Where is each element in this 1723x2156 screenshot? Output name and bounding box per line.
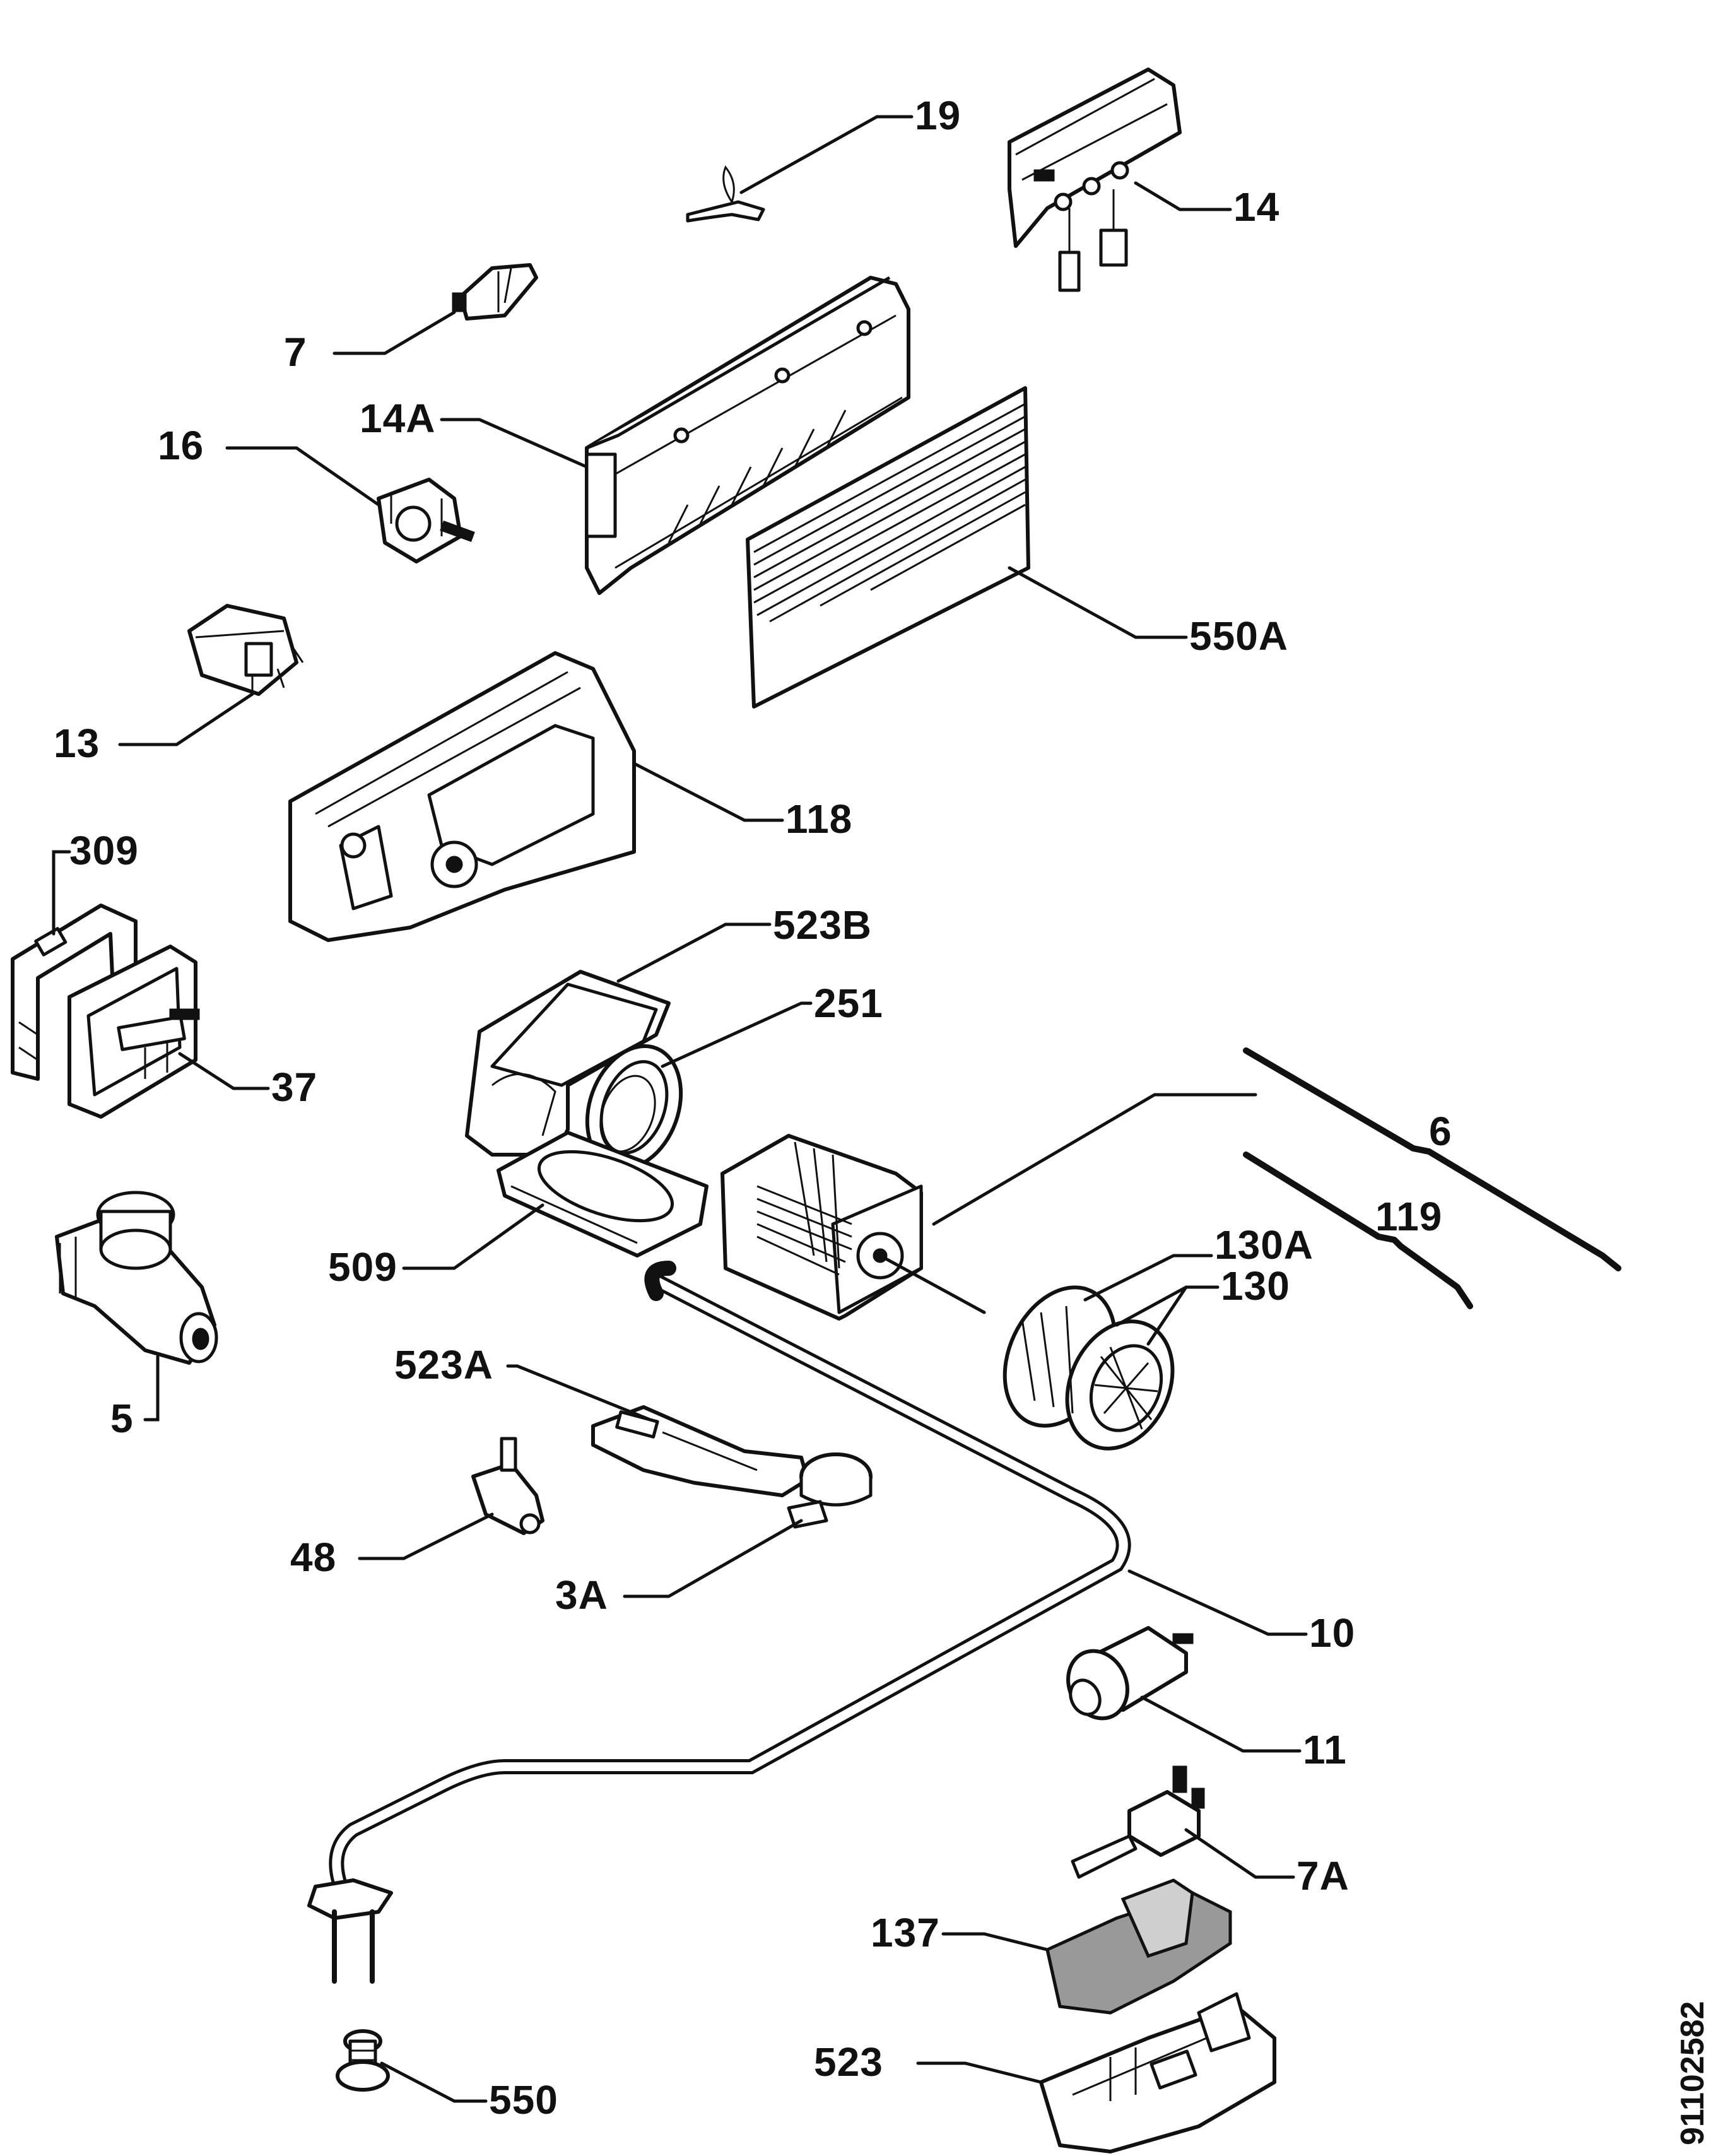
part-550a-front-panel[interactable] xyxy=(746,386,1030,709)
leader-3a xyxy=(623,1519,803,1598)
leader-251 xyxy=(661,1001,813,1068)
part-14a-control-housing[interactable] xyxy=(585,276,910,595)
bracket-6 xyxy=(1243,1047,1621,1271)
leader-48 xyxy=(358,1512,494,1560)
label-14a: 14A xyxy=(360,396,435,441)
label-118: 118 xyxy=(785,796,852,842)
label-251: 251 xyxy=(814,981,883,1026)
label-523a: 523A xyxy=(394,1342,493,1387)
label-523b: 523B xyxy=(773,902,872,948)
part-14-control-panel[interactable] xyxy=(1008,68,1182,292)
label-6: 6 xyxy=(1429,1109,1452,1154)
leader-309 xyxy=(52,850,71,936)
label-7: 7 xyxy=(284,329,307,375)
leader-37 xyxy=(178,1052,270,1090)
leader-5 xyxy=(143,1355,160,1422)
label-19: 19 xyxy=(915,93,961,138)
bracket-119 xyxy=(1243,1152,1473,1309)
label-309: 309 xyxy=(69,828,139,873)
leader-6 xyxy=(932,1093,1257,1226)
leader-550a xyxy=(1008,566,1188,639)
label-523: 523 xyxy=(814,2039,883,2085)
part-130-impeller[interactable] xyxy=(984,1269,1192,1466)
label-550a: 550A xyxy=(1189,613,1288,659)
leader-118 xyxy=(632,762,784,822)
part-10-heating-element[interactable] xyxy=(307,1261,1131,1984)
leader-10 xyxy=(1127,1569,1308,1636)
part-7a-float-switch[interactable] xyxy=(1071,1765,1205,1879)
leader-130 xyxy=(1115,1285,1220,1346)
label-130a: 130A xyxy=(1214,1222,1314,1268)
part-137-float[interactable] xyxy=(1045,1878,1232,2015)
leader-14a xyxy=(440,418,589,469)
leader-523 xyxy=(916,2061,1043,2084)
label-119: 119 xyxy=(1375,1194,1442,1239)
leader-14 xyxy=(1134,181,1232,211)
part-523b-air-duct[interactable] xyxy=(465,970,671,1157)
label-11: 11 xyxy=(1303,1727,1347,1772)
leader-7a xyxy=(1184,1828,1295,1879)
part-309-bracket[interactable] xyxy=(11,904,138,1081)
leader-11 xyxy=(1140,1695,1302,1753)
document-id: 91102582 xyxy=(1674,2001,1711,2146)
leader-130a xyxy=(1083,1254,1213,1302)
part-19-sensor[interactable] xyxy=(686,165,765,223)
leader-7 xyxy=(332,310,456,355)
label-14: 14 xyxy=(1233,184,1279,230)
label-550: 550 xyxy=(489,2077,558,2123)
leader-137 xyxy=(941,1932,1049,1952)
leader-16 xyxy=(225,446,380,507)
leader-550 xyxy=(380,2061,488,2103)
label-509: 509 xyxy=(328,1244,397,1290)
label-37: 37 xyxy=(271,1064,317,1110)
leader-19 xyxy=(739,115,914,194)
label-5: 5 xyxy=(110,1396,134,1441)
leader-523b xyxy=(616,922,772,983)
label-137: 137 xyxy=(871,1910,940,1955)
part-6-motor[interactable] xyxy=(720,1134,986,1321)
label-16: 16 xyxy=(158,423,204,468)
label-13: 13 xyxy=(54,721,100,766)
part-523-float-housing[interactable] xyxy=(1039,1992,1276,2153)
label-10: 10 xyxy=(1309,1610,1355,1656)
part-3a-thermostat[interactable] xyxy=(787,1452,873,1529)
part-13-door-switch[interactable] xyxy=(187,604,304,696)
leader-523a xyxy=(506,1364,652,1422)
part-5-inlet-valve[interactable] xyxy=(55,1191,218,1365)
part-37-pressure-switch[interactable] xyxy=(68,945,200,1119)
part-509-base-plate[interactable] xyxy=(497,1131,709,1258)
part-11-capacitor[interactable] xyxy=(1057,1626,1194,1728)
label-3a: 3A xyxy=(555,1572,608,1618)
part-523a-bracket[interactable] xyxy=(591,1405,809,1497)
label-130: 130 xyxy=(1221,1263,1290,1309)
part-7-switch[interactable] xyxy=(452,263,538,321)
part-118-dispenser[interactable] xyxy=(288,651,636,942)
leader-509 xyxy=(402,1203,544,1270)
leader-13 xyxy=(118,692,254,746)
label-48: 48 xyxy=(290,1535,336,1580)
part-16-selector[interactable] xyxy=(377,478,475,563)
part-550-plug[interactable] xyxy=(336,2029,390,2092)
label-7a: 7A xyxy=(1297,1853,1350,1899)
